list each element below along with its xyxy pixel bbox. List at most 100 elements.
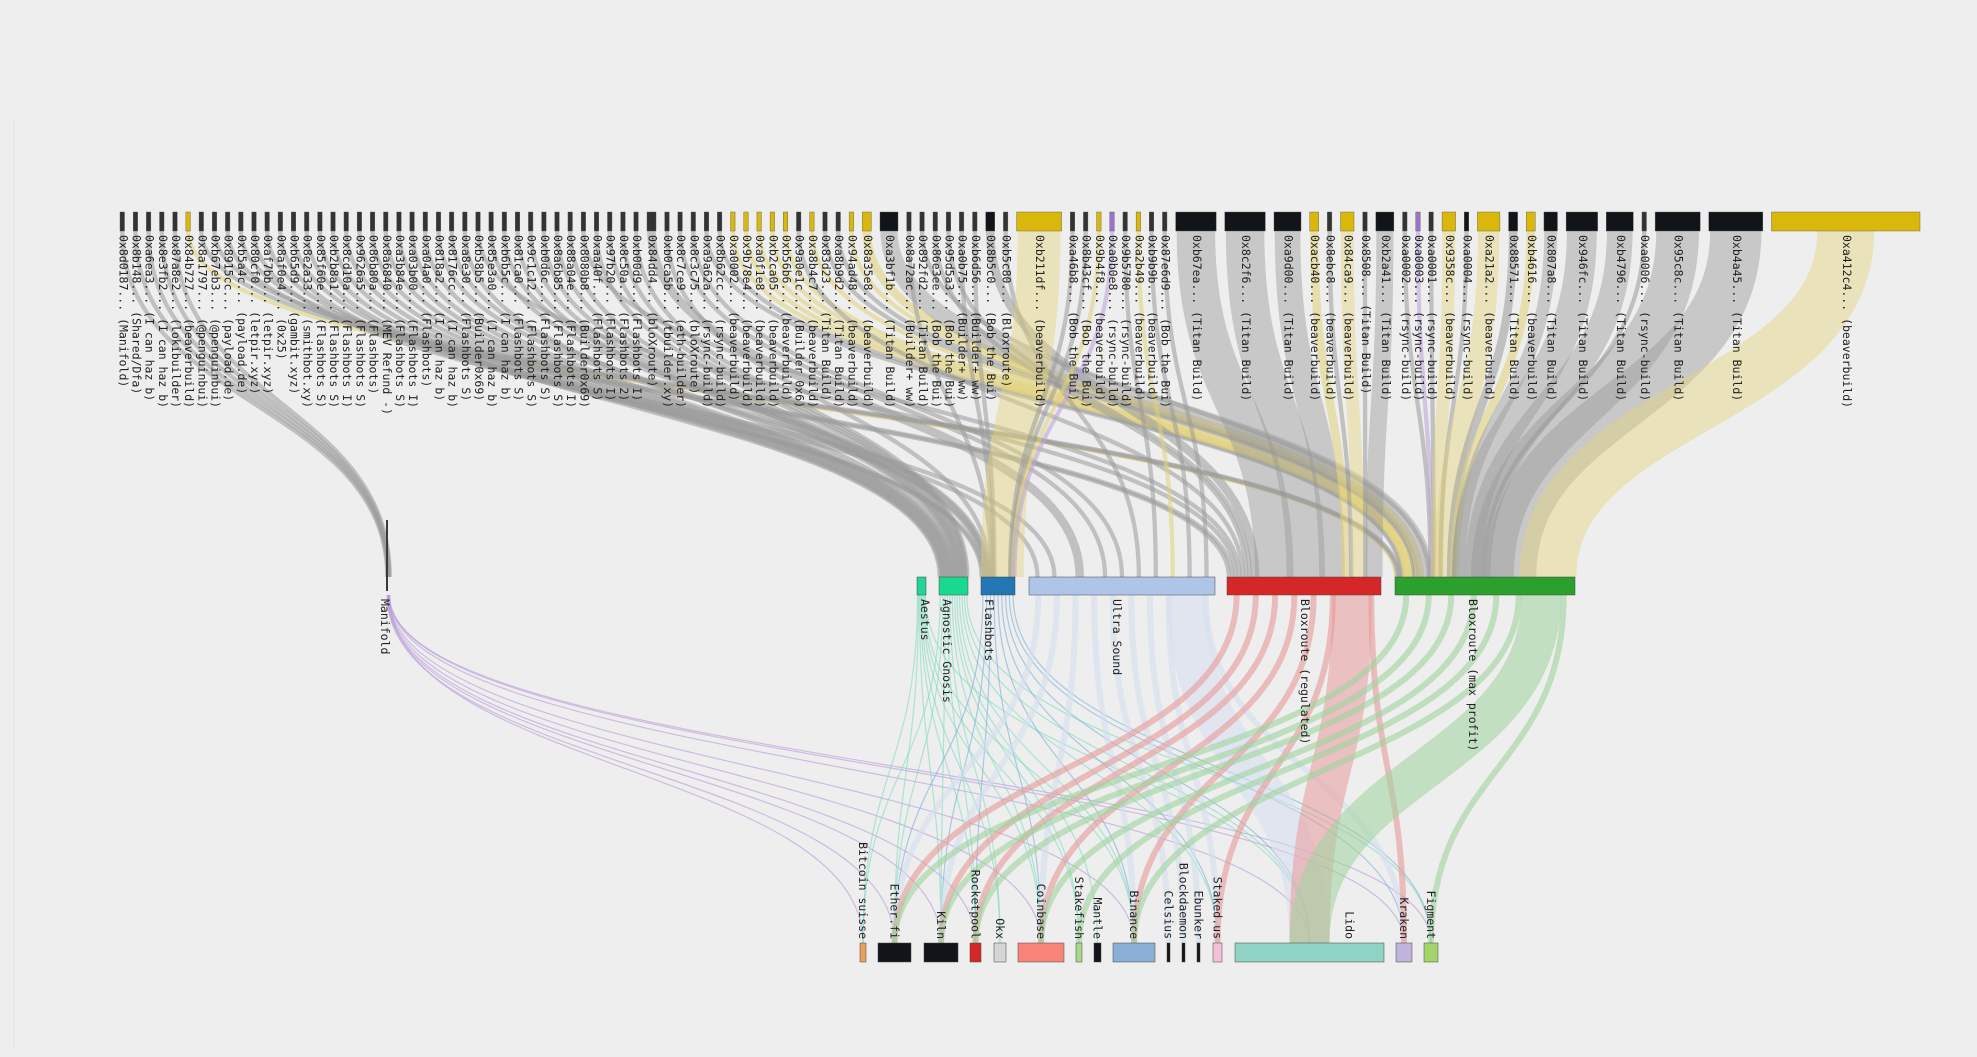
builder-node-0x85f60e-flashbots-s[interactable] — [317, 211, 323, 232]
builder-node-0xa0003-rsync-build[interactable] — [1415, 211, 1421, 232]
builder-node-0xa46b8-bob-the-bui[interactable] — [1070, 211, 1075, 232]
builder-node-0xb58b5-builder0x69[interactable] — [475, 211, 481, 232]
builder-node-0xacb40-beaverbuild[interactable] — [1309, 211, 1319, 232]
builder-node-0x9a0e1c-builder-0x6[interactable] — [796, 211, 802, 232]
builder-node-0x84ca9-beaverbuild[interactable] — [1340, 211, 1355, 232]
builder-node-0xa2b49-beaverbuild[interactable] — [1135, 211, 1141, 232]
validator-node-stakefish[interactable] — [1075, 942, 1083, 963]
builder-node-0x8508-titan-build[interactable] — [1362, 211, 1368, 232]
builder-node-0xb56b6-beaverbuild[interactable] — [783, 211, 788, 232]
builder-node-0xb2b8a1-flashbots-s[interactable] — [330, 211, 336, 232]
builder-node-0x8a72ac-builder-ww[interactable] — [906, 211, 912, 232]
builder-node-0xb211df-beaverbuild[interactable] — [1016, 211, 1062, 232]
validator-node-okx[interactable] — [993, 942, 1007, 963]
builder-node-0x80cf0-letpir-xyz[interactable] — [251, 211, 257, 232]
builder-node-0x88571-titan-build[interactable] — [1508, 211, 1518, 232]
builder-node-0x8ebc8-beaverbuild[interactable] — [1327, 211, 1333, 232]
builder-node-0x946fc-titan-build[interactable] — [1565, 211, 1598, 232]
validator-node-kraken[interactable] — [1395, 942, 1413, 963]
builder-node-0x8176cc-i-can-haz-b[interactable] — [449, 211, 455, 232]
validator-node-ether-fi[interactable] — [877, 942, 912, 963]
builder-node-0xa04a0-flashbots[interactable] — [422, 211, 428, 232]
builder-node-0x8b62cc-rsync-build[interactable] — [717, 211, 723, 232]
builder-node-0x94ad48-beaverbuild[interactable] — [848, 211, 854, 232]
builder-node-0xa0f1e8-beaverbuild[interactable] — [756, 211, 762, 232]
builder-node-0xb67eb3-penguinbui[interactable] — [212, 211, 217, 232]
builder-node-0x8915cc-payload-de[interactable] — [225, 211, 231, 232]
builder-node-0x8b43cf-bob-the-bui[interactable] — [1083, 211, 1089, 232]
validator-node-staked-us[interactable] — [1212, 942, 1223, 963]
builder-node-0xb4796-titan-build[interactable] — [1606, 211, 1634, 232]
builder-node-0x8a1797-penguinbui[interactable] — [198, 211, 204, 232]
builder-node-0x9b4f8-beaverbuild[interactable] — [1096, 211, 1102, 232]
builder-node-0xa412c4-beaverbuild[interactable] — [1771, 211, 1921, 232]
builder-node-0xb0d6c-flashbots-s[interactable] — [541, 211, 547, 232]
builder-node-0x8080b8-builder0x69[interactable] — [580, 211, 586, 232]
relay-node-bloxroute-regulated[interactable] — [1226, 576, 1382, 596]
builder-node-0x818a2-i-can-haz-b[interactable] — [436, 211, 441, 232]
validator-node-kiln[interactable] — [923, 942, 959, 963]
builder-node-0xb0ca5b-tbuilder-xy[interactable] — [664, 211, 670, 232]
builder-node-0xa0b75-builder-ww[interactable] — [959, 211, 965, 232]
relay-node-bloxroute-max-profit[interactable] — [1394, 576, 1576, 596]
builder-node-0xb2a41-titan-build[interactable] — [1375, 211, 1395, 232]
builder-node-0xa0006-rsync-build[interactable] — [1641, 211, 1647, 232]
builder-node-0xb5a4c-payload-de[interactable] — [238, 211, 244, 232]
builder-node-0x8a6b85-flashbots-s[interactable] — [554, 211, 560, 232]
validator-node-coinbase[interactable] — [1017, 942, 1065, 963]
builder-node-0x9358c-beaverbuild[interactable] — [1441, 211, 1456, 232]
builder-node-0xa03b00-flashbots-i[interactable] — [409, 211, 415, 232]
builder-node-0xa0002-beaverbuild[interactable] — [730, 211, 736, 232]
builder-node-0x8b148-shared-dfa[interactable] — [132, 211, 138, 232]
builder-node-0x84b727-beaverbuild[interactable] — [185, 211, 191, 232]
builder-node-0x8c3c75-bloxroute[interactable] — [690, 211, 696, 232]
builder-node-0xb5c80-bloxroute[interactable] — [1003, 211, 1009, 232]
builder-node-0x8a6840-mev-refund[interactable] — [383, 211, 389, 232]
builder-node-0x84dd4-bloxroute[interactable] — [646, 211, 657, 232]
builder-node-0xa3bf1b-titan-build[interactable] — [879, 211, 899, 232]
builder-node-0xb6b5c-i-can-haz-b[interactable] — [501, 211, 507, 232]
builder-node-0x9c1c12-flashbots-s[interactable] — [528, 211, 534, 232]
builder-node-0xb67ea-titan-build[interactable] — [1175, 211, 1217, 232]
builder-node-0xa0001-rsync-build[interactable] — [1428, 211, 1434, 232]
builder-node-0xa0b0e8-rsync-build[interactable] — [1109, 211, 1115, 232]
builder-node-0x8e3fb2-i-can-haz-b[interactable] — [159, 211, 165, 232]
builder-node-0x86b80a-flashbots[interactable] — [370, 211, 376, 232]
builder-node-0x95d5a3-bob-the-bui[interactable] — [945, 211, 951, 232]
builder-node-0x88a04e-flashbots-i[interactable] — [567, 211, 573, 232]
builder-node-0xa6ea3-i-can-haz-b[interactable] — [146, 211, 152, 232]
builder-node-0x85e3a0-i-can-haz-b[interactable] — [488, 211, 494, 232]
builder-node-0x8a35e8-beaverbuild[interactable] — [862, 211, 872, 232]
builder-node-0x8af0e4-0x25[interactable] — [277, 211, 283, 232]
builder-node-0x87e6d9-bob-the-bui[interactable] — [1162, 211, 1168, 232]
validator-node-rocketpool[interactable] — [969, 942, 982, 963]
builder-node-0xb65d9-gambit-xyz[interactable] — [291, 211, 296, 232]
builder-node-0x9b5780-rsync-build[interactable] — [1122, 211, 1128, 232]
builder-node-0xb4a45-titan-build[interactable] — [1708, 211, 1764, 232]
builder-node-0xb9b9b-beaverbuild[interactable] — [1149, 211, 1154, 232]
builder-node-0x97b20-flashbots-i[interactable] — [607, 211, 613, 232]
builder-node-0x8b5c0-bob-the-bui[interactable] — [985, 211, 995, 232]
builder-node-0xb4616-beaverbuild[interactable] — [1526, 211, 1536, 232]
relay-node-aestus[interactable] — [916, 576, 927, 596]
builder-node-0xa0004-rsync-build[interactable] — [1464, 211, 1469, 232]
builder-node-0x892fd2-titan-build[interactable] — [919, 211, 925, 232]
builder-node-0xa9d00-titan-build[interactable] — [1273, 211, 1302, 232]
builder-node-0xa0002-rsync-build[interactable] — [1402, 211, 1408, 232]
validator-node-ebunker[interactable] — [1196, 942, 1201, 963]
builder-node-0x81ca0-flashbots-s[interactable] — [515, 211, 520, 232]
builder-node-0x807a8-titan-build[interactable] — [1543, 211, 1558, 232]
relay-node-agnostic-gnosis[interactable] — [938, 576, 969, 596]
builder-node-0xaf7bb-letpir-xyz[interactable] — [264, 211, 270, 232]
builder-node-0x8c2f6-titan-build[interactable] — [1224, 211, 1266, 232]
builder-node-0xb6d56-builder-ww[interactable] — [972, 211, 978, 232]
builder-node-0x86e3ee-bob-the-bui[interactable] — [932, 211, 938, 232]
builder-node-0x83d23-titan-build[interactable] — [822, 211, 828, 232]
builder-node-0x8d0187-manifold[interactable] — [119, 211, 125, 232]
validator-node-mantle[interactable] — [1093, 942, 1102, 963]
builder-node-0xb00d9-flashbots-i[interactable] — [633, 211, 639, 232]
builder-node-0xa8e30-flashbots-s[interactable] — [462, 211, 468, 232]
builder-node-0xa8b4c7-beaverbuild[interactable] — [809, 211, 815, 232]
builder-node-0xa8b9d2-titan-build[interactable] — [835, 211, 841, 232]
builder-node-0xa3b84e-flashbots-s[interactable] — [396, 211, 402, 232]
